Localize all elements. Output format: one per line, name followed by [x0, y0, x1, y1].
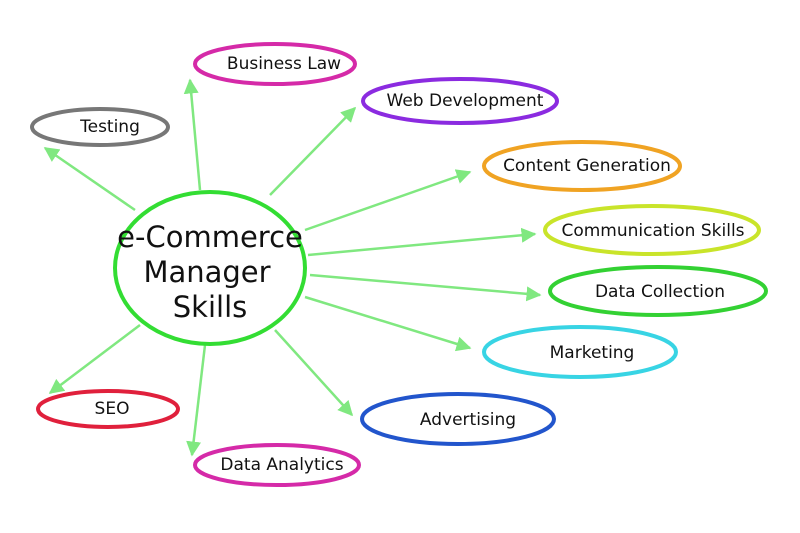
arrow-business-law: [183, 78, 202, 191]
node-ring: [361, 77, 559, 125]
node-ring: [482, 325, 678, 379]
node-label: Content Generation: [503, 156, 671, 176]
arrow-communication-skills: [307, 227, 537, 257]
center-line-2: Manager: [143, 255, 270, 289]
node-label: Web Development: [387, 91, 544, 111]
center-line-3: Skills: [173, 290, 247, 324]
arrow-testing: [43, 146, 136, 212]
center-ring: [113, 190, 307, 346]
node-web-development: Web Development: [361, 77, 559, 125]
node-ring: [193, 443, 361, 487]
arrow-advertising: [274, 329, 354, 417]
node-ring: [36, 389, 180, 429]
node-label: SEO: [95, 399, 130, 419]
arrow-data-collection: [309, 273, 542, 302]
center-node: e-Commerce Manager Skills: [113, 190, 307, 346]
node-marketing: Marketing: [482, 325, 678, 379]
arrow-web-development: [269, 106, 357, 196]
node-advertising: Advertising: [360, 392, 556, 446]
node-label: Business Law: [227, 54, 341, 74]
node-communication-skills: Communication Skills: [543, 204, 761, 256]
arrow-content-generation: [304, 169, 472, 232]
arrow-marketing: [304, 295, 472, 352]
node-label: Advertising: [420, 410, 516, 430]
node-label: Marketing: [550, 343, 635, 363]
node-label: Communication Skills: [561, 221, 744, 241]
node-data-analytics: Data Analytics: [193, 443, 361, 487]
center-line-1: e-Commerce: [117, 220, 303, 254]
node-ring: [482, 140, 682, 192]
node-business-law: Business Law: [193, 42, 357, 86]
node-content-generation: Content Generation: [482, 140, 682, 192]
node-ring: [360, 392, 556, 446]
node-testing: Testing: [30, 107, 170, 147]
node-ring: [30, 107, 170, 147]
arrows: [43, 78, 542, 457]
arrow-data-analytics: [186, 344, 207, 457]
node-ring: [193, 42, 357, 86]
node-label: Testing: [79, 117, 140, 137]
node-ring: [548, 265, 768, 317]
node-data-collection: Data Collection: [548, 265, 768, 317]
node-label: Data Analytics: [220, 455, 343, 475]
node-label: Data Collection: [595, 282, 725, 302]
arrow-seo: [48, 324, 141, 394]
node-ring: [543, 204, 761, 256]
node-seo: SEO: [36, 389, 180, 429]
